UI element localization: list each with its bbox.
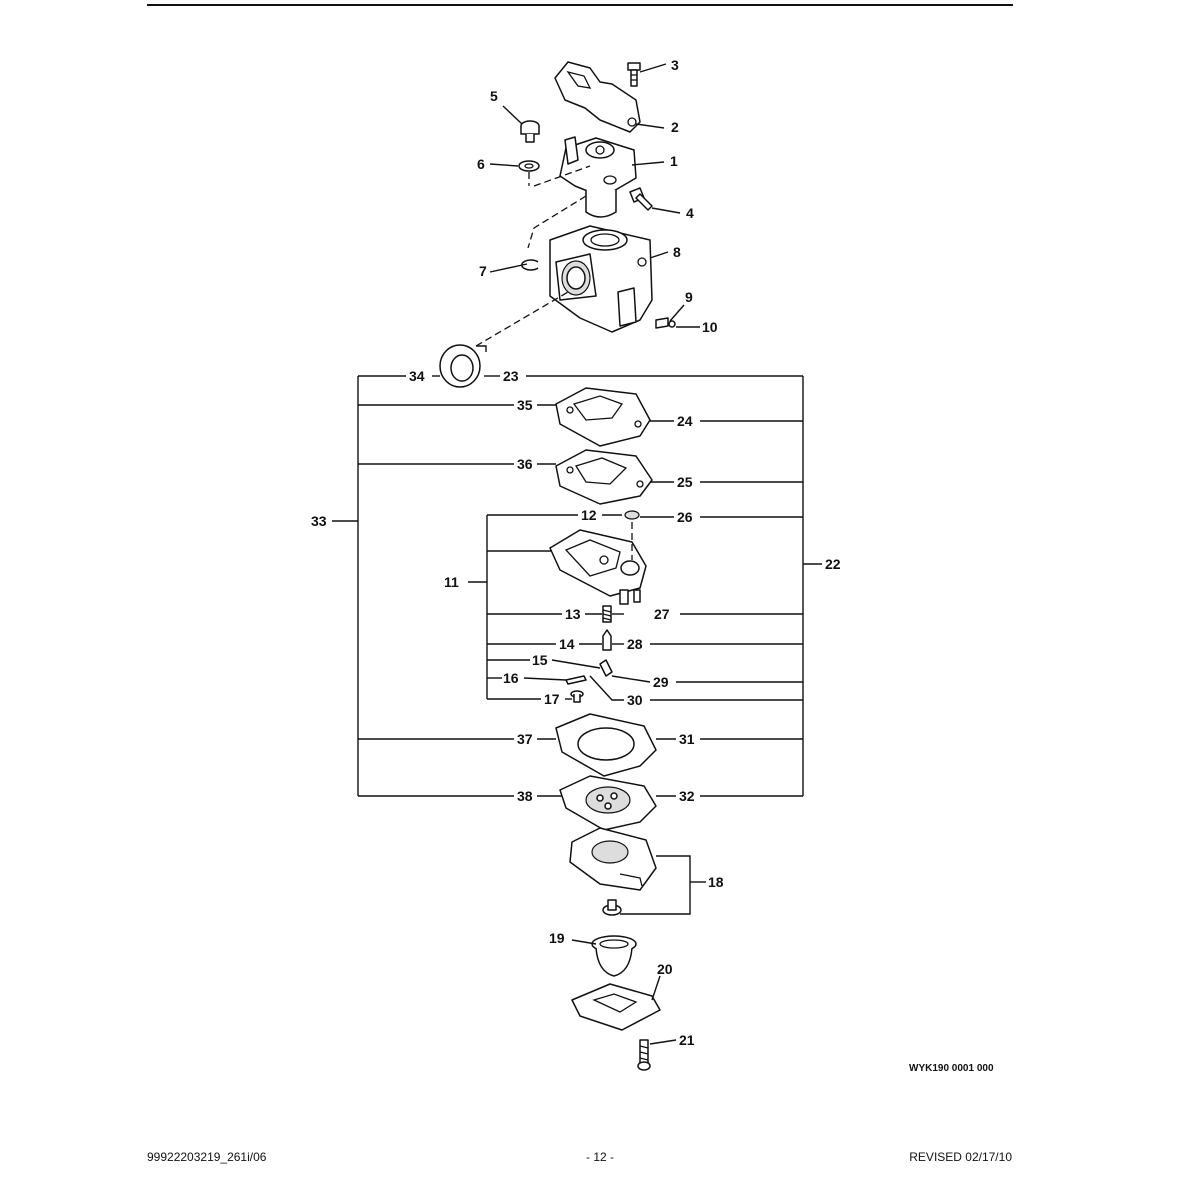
part-13-spring xyxy=(602,605,612,623)
callout-25: 25 xyxy=(677,474,693,490)
callout-13: 13 xyxy=(565,606,581,622)
part-25-gasket xyxy=(555,449,653,505)
footer-doc-number: 99922203219_261i/06 xyxy=(147,1150,267,1164)
callout-1: 1 xyxy=(670,153,678,169)
callout-18: 18 xyxy=(708,874,724,890)
callout-26: 26 xyxy=(677,509,693,525)
part-26-seal xyxy=(624,510,640,520)
footer-revised: REVISED 02/17/10 xyxy=(909,1150,1012,1164)
callout-4: 4 xyxy=(686,205,694,221)
part-24-gasket xyxy=(555,387,651,447)
callout-28: 28 xyxy=(627,636,643,652)
callout-29: 29 xyxy=(653,674,669,690)
callout-15: 15 xyxy=(532,652,548,668)
callout-34: 34 xyxy=(409,368,425,384)
part-5-plug xyxy=(520,120,540,143)
part-4-screw xyxy=(629,187,653,211)
callout-32: 32 xyxy=(679,788,695,804)
part-32-diaphragm xyxy=(559,775,657,831)
callout-14: 14 xyxy=(559,636,575,652)
callout-11: 11 xyxy=(444,574,459,590)
part-17-screw xyxy=(570,690,584,703)
part-8-body xyxy=(549,225,653,333)
part-34-ring xyxy=(439,344,481,388)
part-19-primer-bulb xyxy=(591,935,637,977)
part-16-pin xyxy=(565,675,587,685)
callout-23: 23 xyxy=(503,368,519,384)
callout-19: 19 xyxy=(549,930,565,946)
callout-6: 6 xyxy=(477,156,485,172)
part-2-bracket xyxy=(554,61,641,133)
part-11-pump-body xyxy=(549,529,647,605)
part-20-retainer xyxy=(571,983,661,1031)
callout-10: 10 xyxy=(702,319,718,335)
part-31-gasket xyxy=(555,713,657,777)
callout-8: 8 xyxy=(673,244,681,260)
part-14-needle xyxy=(602,629,612,651)
part-18-valve xyxy=(602,899,622,916)
assembly-lines xyxy=(475,165,633,560)
callout-22: 22 xyxy=(825,556,841,572)
part-3-screw xyxy=(627,62,641,87)
callout-36: 36 xyxy=(517,456,533,472)
callout-37: 37 xyxy=(517,731,533,747)
part-21-screw xyxy=(637,1039,651,1071)
callout-20: 20 xyxy=(657,961,673,977)
part-9-10-spring-ball xyxy=(655,317,676,329)
callout-7: 7 xyxy=(479,263,487,279)
callout-3: 3 xyxy=(671,57,679,73)
callout-33: 33 xyxy=(311,513,327,529)
callout-35: 35 xyxy=(517,397,533,413)
drawing-reference: WYK190 0001 000 xyxy=(909,1063,994,1074)
part-15-lever xyxy=(599,659,613,677)
callout-21: 21 xyxy=(679,1032,695,1048)
part-18-cover xyxy=(569,827,657,891)
footer-page-number: - 12 - xyxy=(585,1150,614,1164)
callout-31: 31 xyxy=(679,731,695,747)
callout-27: 27 xyxy=(654,606,670,622)
callout-9: 9 xyxy=(685,289,693,305)
leader-lines xyxy=(332,63,822,1045)
callout-2: 2 xyxy=(671,119,679,135)
callout-30: 30 xyxy=(627,692,643,708)
callout-16: 16 xyxy=(503,670,519,686)
part-6-washer xyxy=(518,160,540,172)
callout-5: 5 xyxy=(490,88,498,104)
callout-labels: 3 2 5 6 1 4 7 8 9 10 34 23 35 24 36 25 1… xyxy=(311,57,841,1048)
callout-17: 17 xyxy=(544,691,560,707)
part-1-housing xyxy=(559,136,637,218)
callout-24: 24 xyxy=(677,413,693,429)
callout-12: 12 xyxy=(581,507,597,523)
callout-38: 38 xyxy=(517,788,533,804)
